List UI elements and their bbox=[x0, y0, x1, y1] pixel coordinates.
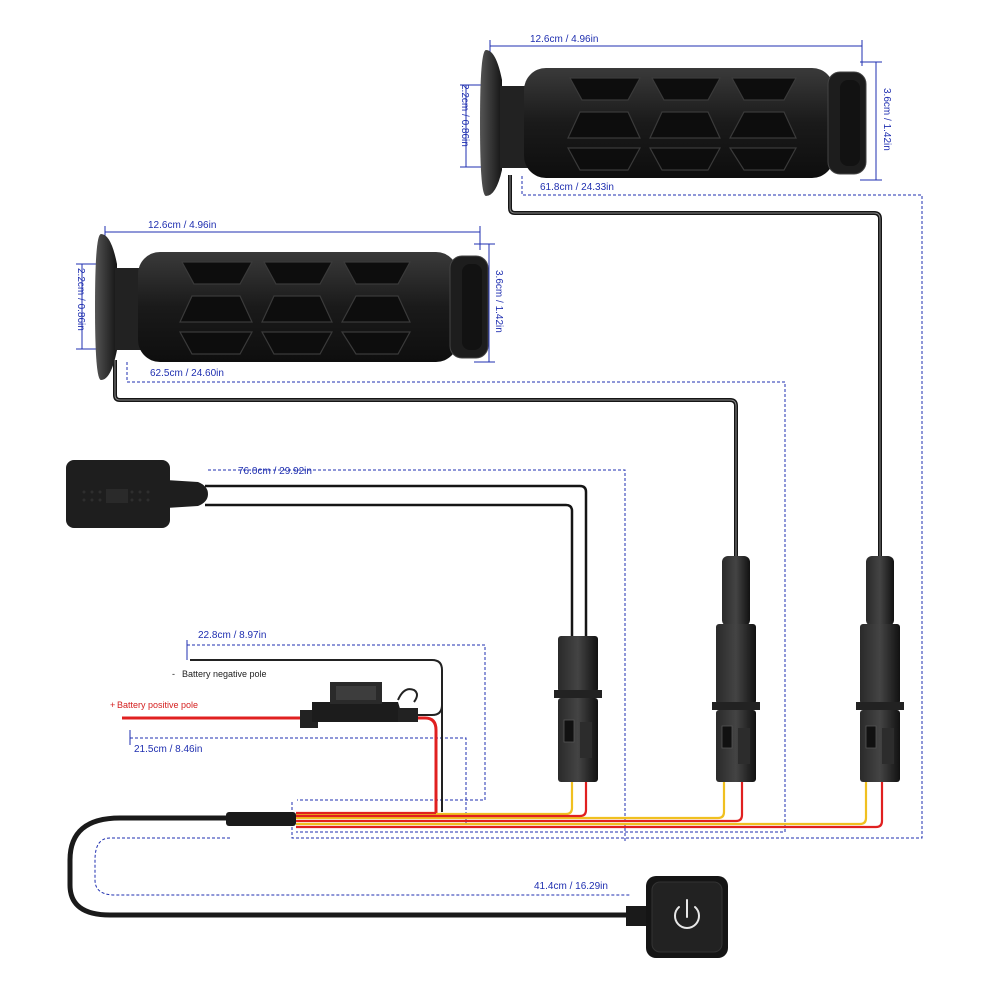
power-icon bbox=[674, 899, 700, 929]
main-trunk-cable bbox=[67, 815, 640, 918]
grip1-length-label: 12.6cm / 4.96in bbox=[530, 34, 598, 45]
connector-grip2 bbox=[712, 556, 760, 782]
grip2-cable bbox=[113, 360, 738, 560]
sensor-cable-b bbox=[205, 503, 574, 640]
dimension-lines bbox=[76, 40, 882, 745]
grip2-length-label: 12.6cm / 4.96in bbox=[148, 220, 216, 231]
power-switch[interactable] bbox=[626, 876, 728, 958]
sensor-cable-label: 76.0cm / 29.92in bbox=[238, 466, 312, 477]
fuse-holder bbox=[300, 682, 418, 728]
connector-grip1 bbox=[856, 556, 904, 782]
dimension-guides bbox=[94, 176, 923, 896]
negative-sign: - bbox=[172, 669, 175, 679]
grip-1 bbox=[480, 50, 867, 196]
grip1-inner-dia-label: 2.2cm / 0.86in bbox=[459, 84, 470, 147]
positive-cable-label: 21.5cm / 8.46in bbox=[134, 744, 202, 755]
trunk-sleeve bbox=[226, 812, 296, 826]
grip2-cable-label: 62.5cm / 24.60in bbox=[150, 368, 224, 379]
switch-cable-label: 41.4cm / 16.29in bbox=[534, 881, 608, 892]
negative-cable-label: 22.8cm / 8.97in bbox=[198, 630, 266, 641]
grip1-cable bbox=[508, 175, 882, 560]
grip1-cable-label: 61.8cm / 24.33in bbox=[540, 182, 614, 193]
trunk-wires bbox=[296, 780, 884, 829]
connector-sensor bbox=[554, 636, 602, 782]
grip-2 bbox=[95, 234, 489, 380]
grip2-inner-dia-label: 2.2cm / 0.86in bbox=[75, 268, 86, 331]
temperature-sensor-pad bbox=[66, 460, 208, 528]
sensor-cable-a bbox=[205, 484, 588, 640]
positive-pole-label: Battery positive pole bbox=[117, 700, 198, 710]
negative-wire bbox=[190, 659, 443, 716]
grip2-outer-dia-label: 3.6cm / 1.42in bbox=[493, 270, 504, 333]
negative-pole-label: Battery negative pole bbox=[182, 669, 267, 679]
grip1-outer-dia-label: 3.6cm / 1.42in bbox=[881, 88, 892, 151]
positive-sign: + bbox=[110, 700, 115, 710]
